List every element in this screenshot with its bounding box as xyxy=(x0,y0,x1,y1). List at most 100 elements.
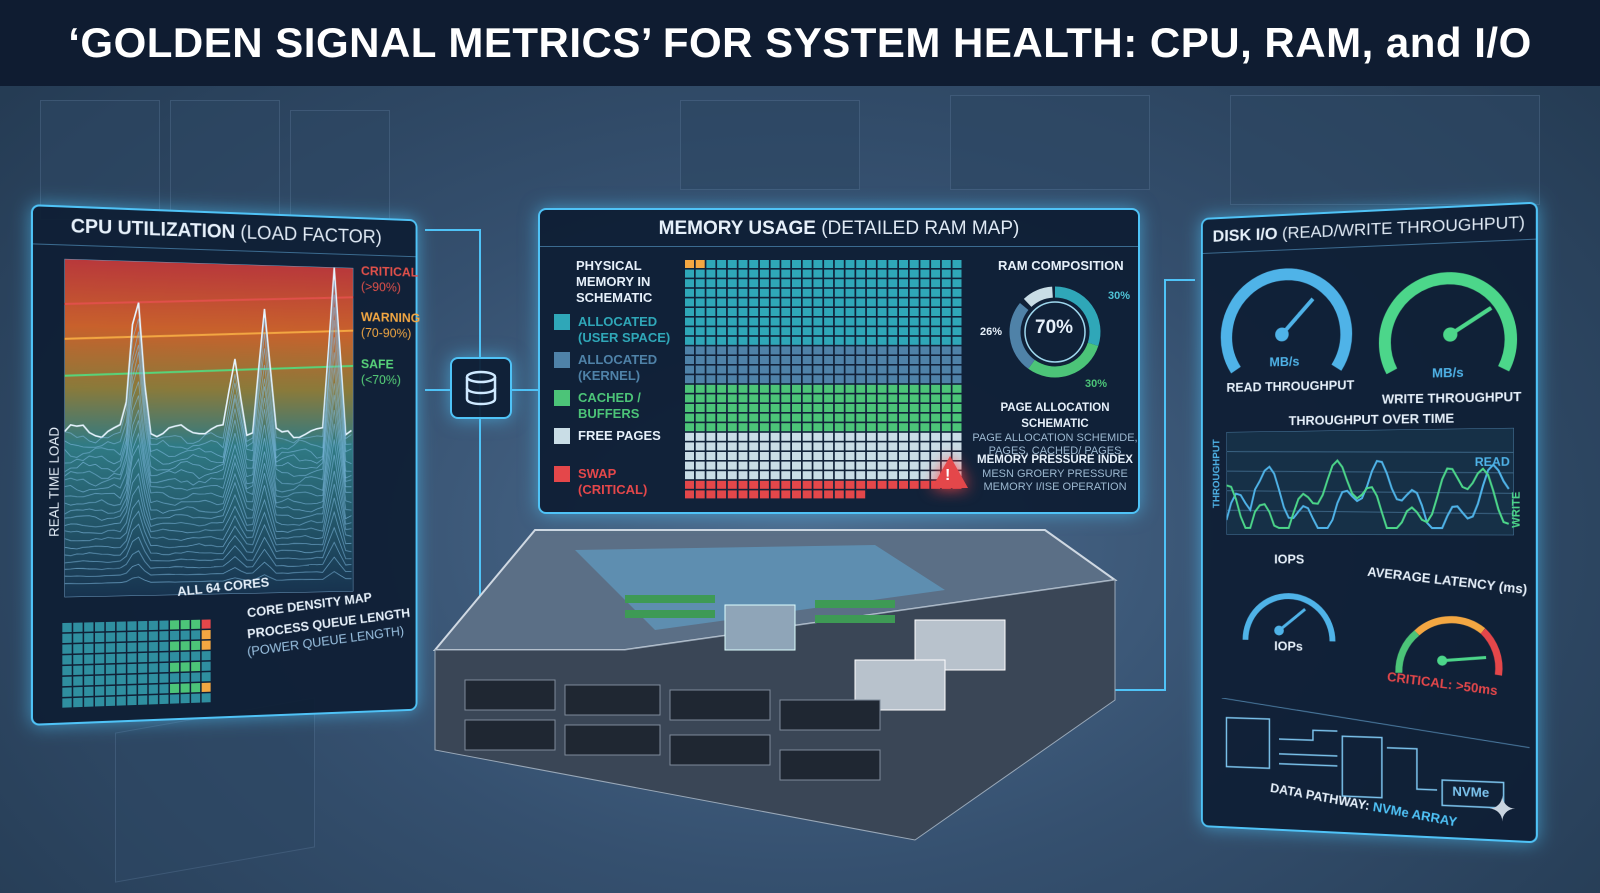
ram-page-cell xyxy=(856,298,865,306)
core-cell xyxy=(202,672,211,681)
ram-page-cell xyxy=(878,442,887,450)
ram-page-cell xyxy=(749,394,758,402)
disk-io-panel: DISK I/O (READ/WRITE THROUGHPUT) MB/s RE… xyxy=(1201,202,1538,844)
core-cell xyxy=(159,652,168,661)
ram-page-cell xyxy=(771,433,780,441)
core-cell xyxy=(117,675,126,684)
core-cell xyxy=(138,632,147,641)
ram-page-cell xyxy=(749,279,758,287)
ram-page-cell xyxy=(792,327,801,335)
ram-page-cell xyxy=(771,318,780,326)
ram-page-cell xyxy=(728,318,737,326)
ram-page-cell xyxy=(803,327,812,335)
ram-page-cell xyxy=(878,404,887,412)
physical-memory-label: PHYSICAL MEMORY IN SCHEMATIC xyxy=(576,258,666,306)
ram-page-cell xyxy=(910,481,919,489)
ram-page-cell xyxy=(878,452,887,460)
ram-page-cell xyxy=(803,298,812,306)
ram-page-cell xyxy=(878,279,887,287)
ram-page-cell xyxy=(899,298,908,306)
ram-page-cell xyxy=(739,375,748,383)
ram-page-cell xyxy=(771,279,780,287)
read-throughput-label: READ THROUGHPUT xyxy=(1226,377,1354,396)
ram-page-cell xyxy=(856,318,865,326)
donut-segment xyxy=(1015,307,1031,365)
ram-page-cell xyxy=(706,442,715,450)
series-write-label: WRITE xyxy=(1508,492,1525,528)
core-cell xyxy=(170,641,179,650)
ram-page-cell xyxy=(728,385,737,393)
ram-page-cell xyxy=(717,270,726,278)
throughput-over-time-chart xyxy=(1226,428,1514,535)
ram-page-cell xyxy=(717,394,726,402)
ram-page-cell xyxy=(899,279,908,287)
ram-page-cell xyxy=(835,337,844,345)
ram-page-cell xyxy=(920,270,929,278)
ram-page-cell xyxy=(771,490,780,498)
ram-page-cell xyxy=(696,298,705,306)
iops-unit: IOPs xyxy=(1274,638,1303,654)
ram-page-cell xyxy=(856,346,865,354)
ram-page-cell xyxy=(931,289,940,297)
ram-page-cell xyxy=(696,385,705,393)
ram-page-cell xyxy=(835,442,844,450)
ram-page-cell xyxy=(846,375,855,383)
composition-label: 30% xyxy=(1108,288,1130,304)
ram-page-cell xyxy=(931,260,940,268)
ram-page-cell xyxy=(846,442,855,450)
ram-page-cell xyxy=(685,260,694,268)
ram-page-cell xyxy=(867,279,876,287)
ram-page-cell xyxy=(685,318,694,326)
ram-page-cell xyxy=(803,260,812,268)
throughput-chart-title: THROUGHPUT OVER TIME xyxy=(1289,410,1455,429)
core-cell xyxy=(149,631,158,640)
ram-page-cell xyxy=(685,356,694,364)
ram-page-cell xyxy=(813,375,822,383)
cpu-chip xyxy=(725,605,795,650)
ram-page-cell xyxy=(824,279,833,287)
ram-page-cell xyxy=(878,462,887,470)
ram-page-cell xyxy=(803,270,812,278)
core-cell xyxy=(117,622,126,631)
core-cell xyxy=(138,653,147,662)
latency-gauge xyxy=(1387,597,1509,680)
ram-page-cell xyxy=(835,327,844,335)
read-gauge-needle xyxy=(1282,299,1313,335)
ram-page-cell xyxy=(846,423,855,431)
ram-page-cell xyxy=(920,423,929,431)
core-cell xyxy=(149,663,158,672)
ram-page-cell xyxy=(867,356,876,364)
core-cell xyxy=(149,684,158,693)
core-cell xyxy=(138,621,147,630)
ram-page-cell xyxy=(846,308,855,316)
throughput-gauges xyxy=(1217,250,1535,390)
core-cell xyxy=(95,686,104,696)
ram-page-cell xyxy=(835,462,844,470)
ram-page-cell xyxy=(728,490,737,498)
core-cell xyxy=(62,655,71,665)
ram-page-cell xyxy=(749,414,758,422)
ram-page-cell xyxy=(920,318,929,326)
ram-page-cell xyxy=(739,385,748,393)
ram-page-cell xyxy=(803,366,812,374)
ram-page-cell xyxy=(792,308,801,316)
ram-page-cell xyxy=(749,462,758,470)
core-cell xyxy=(202,683,211,692)
ram-page-cell xyxy=(899,366,908,374)
ram-page-cell xyxy=(888,414,897,422)
core-cell xyxy=(191,651,200,660)
ram-page-cell xyxy=(899,404,908,412)
memory-usage-panel: MEMORY USAGE (DETAILED RAM MAP) PHYSICAL… xyxy=(538,208,1140,514)
ram-page-cell xyxy=(706,394,715,402)
core-cell xyxy=(73,676,82,686)
ram-page-cell xyxy=(706,318,715,326)
ram-page-cell xyxy=(920,346,929,354)
ram-page-cell xyxy=(706,356,715,364)
ram-page-cell xyxy=(706,308,715,316)
server-chassis-illustration xyxy=(425,510,1125,845)
core-cell xyxy=(62,634,71,643)
core-cell xyxy=(73,655,82,664)
zone-label-safe: SAFE(<70%) xyxy=(361,356,401,388)
ram-page-cell xyxy=(696,452,705,460)
core-cell xyxy=(181,673,190,682)
